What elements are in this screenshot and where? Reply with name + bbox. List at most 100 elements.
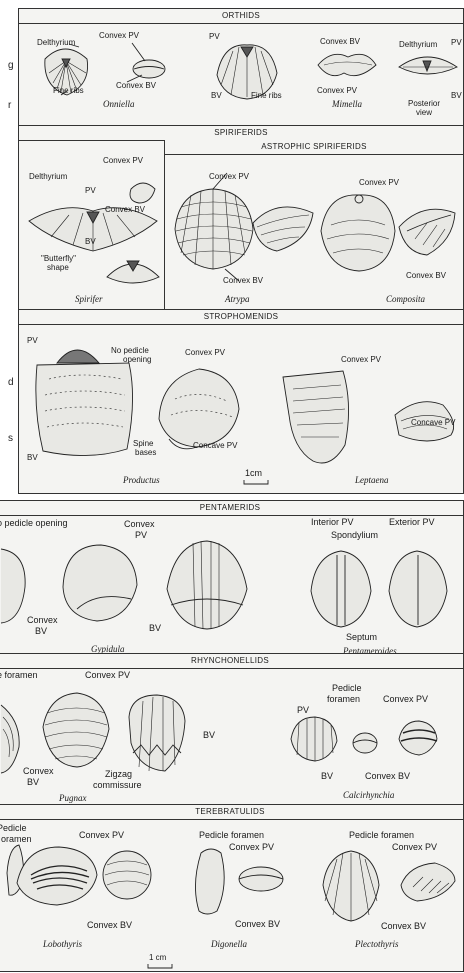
label-concave-pv: Concave PV (193, 441, 237, 450)
caption-spirifer: Spirifer (75, 294, 103, 304)
posterior-view-drawing (397, 49, 463, 85)
rhynchonellids-header: RHYNCHONELLIDS (0, 654, 463, 669)
label-convex-bv-5: Convex BV (406, 271, 446, 280)
label-convex-pv-2: Convex PV (317, 86, 357, 95)
label-bv-9: BV (321, 771, 333, 781)
side-letter: s (8, 433, 13, 444)
side-letter: g (8, 60, 14, 71)
caption-plectothyris: Plectothyris (355, 939, 399, 949)
label-exterior-pv: Exterior PV (389, 517, 435, 527)
label-convex-bv-2: Convex BV (320, 37, 360, 46)
label-commissure: commissure (93, 780, 142, 790)
label-spine: Spine (133, 439, 153, 448)
label-convex-bv-6: Convex BV (365, 771, 410, 781)
top-figure-panel: ORTHIDS Delthyrium Convex PV Fine ribs C… (18, 8, 464, 494)
label-zigzag: Zigzag (105, 769, 132, 779)
side-letter: d (8, 377, 14, 388)
label-pv-3: PV (85, 186, 96, 195)
label-convex-pv-3: Convex PV (103, 156, 143, 165)
label-convex-pv-10: Convex PV (79, 830, 124, 840)
label-convex-bv-7: Convex BV (87, 920, 132, 930)
label-fine-ribs: Fine ribs (53, 86, 84, 95)
label-delthyrium-3: Delthyrium (29, 172, 67, 181)
label-opening: opening (123, 355, 151, 364)
astrophic-header: ASTROPHIC SPIRIFERIDS (165, 140, 463, 155)
label-oramen: oramen (1, 834, 32, 844)
label-posterior: Posterior (408, 99, 440, 108)
label-spondylium: Spondylium (331, 530, 378, 540)
pentameroides-drawing (307, 541, 457, 631)
label-convex-pv-5: Convex PV (359, 178, 399, 187)
label-bv: BV (211, 91, 222, 100)
strophomenids-header: STROPHOMENIDS (19, 310, 463, 325)
label-convex-pv-11: Convex PV (229, 842, 274, 852)
label-pv-2: PV (451, 38, 462, 47)
label-septum: Septum (346, 632, 377, 642)
caption-atrypa: Atrypa (225, 294, 250, 304)
label-bv-4: BV (27, 453, 38, 462)
label-convex-pv-9: Convex PV (383, 694, 428, 704)
label-convex-pv-7: Convex PV (341, 355, 381, 364)
label-no-pedicle-opening: o pedicle opening (0, 518, 68, 528)
label-convex-bv-3: Convex BV (105, 205, 145, 214)
label-pedicle-foramen-3: Pedicle foramen (349, 830, 414, 840)
label-convex-pv: Convex PV (99, 31, 139, 40)
label-bv-7: BV (27, 777, 39, 787)
label-interior-pv: Interior PV (311, 517, 354, 527)
plectothyris-drawing (317, 845, 463, 925)
spiriferids-section: SPIRIFERIDS (19, 125, 463, 140)
label-bv-5: BV (35, 626, 47, 636)
label-shape: shape (47, 263, 69, 272)
scale-1cm-bottom: 1 cm (149, 953, 166, 962)
label-convex-bv-4: Convex BV (223, 276, 263, 285)
orthids-section: ORTHIDS Delthyrium Convex PV Fine ribs C… (19, 9, 463, 125)
label-pv-4: PV (27, 336, 38, 345)
mimella-side-drawing (314, 47, 384, 87)
label-pedicle: Pedicle (332, 683, 362, 693)
caption-calcirhynchia: Calcirhynchia (343, 790, 394, 800)
label-convex-3: Convex (23, 766, 54, 776)
orthids-header: ORTHIDS (19, 9, 463, 24)
label-convex-bv-9: Convex BV (381, 921, 426, 931)
label-pv-6: PV (297, 705, 309, 715)
label-pedicle-2: Pedicle (0, 823, 27, 833)
label-convex-pv-8: Convex PV (85, 670, 130, 680)
lobothyris-drawing (0, 837, 167, 917)
caption-composita: Composita (386, 294, 425, 304)
label-concave-pv-2: Concave PV (411, 418, 455, 427)
scale-1cm-top: 1cm (245, 468, 262, 478)
caption-onniella: Onniella (103, 99, 135, 109)
composita-drawing (315, 185, 463, 285)
label-pv: PV (209, 32, 220, 41)
label-convex-pv-4: Convex PV (209, 172, 249, 181)
label-bv-6: BV (149, 623, 161, 633)
label-fine-ribs-2: Fine ribs (251, 91, 282, 100)
label-bv-2: BV (451, 91, 462, 100)
label-bv-3: BV (85, 237, 96, 246)
caption-pugnax: Pugnax (59, 793, 87, 803)
label-foramen: foramen (327, 694, 360, 704)
label-pedicle-foramen-2: Pedicle foramen (199, 830, 264, 840)
astrophic-section: ASTROPHIC SPIRIFERIDS (165, 140, 463, 154)
atrypa-drawing (169, 177, 319, 287)
caption-leptaena: Leptaena (355, 475, 389, 485)
digonella-drawing (187, 841, 307, 921)
label-convex-pv-12: Convex PV (392, 842, 437, 852)
label-convex-bv-8: Convex BV (235, 919, 280, 929)
label-delthyrium-2: Delthyrium (399, 40, 437, 49)
label-convex-bv: Convex BV (116, 81, 156, 90)
caption-lobothyris: Lobothyris (43, 939, 82, 949)
caption-mimella: Mimella (332, 99, 362, 109)
label-no-pedicle: No pedicle (111, 346, 149, 355)
strophomenids-section: STROPHOMENIDS (19, 309, 463, 324)
terebratulids-section: TEREBRATULIDS (0, 804, 463, 819)
label-delthyrium: Delthyrium (37, 38, 75, 47)
bottom-figure-panel: PENTAMERIDS o pedicle opening Convex PV … (0, 500, 464, 972)
scale-bar-bottom (147, 963, 173, 969)
label-bases: bases (135, 448, 156, 457)
label-convex: Convex (124, 519, 155, 529)
spiriferids-header: SPIRIFERIDS (19, 126, 463, 141)
caption-productus: Productus (123, 475, 160, 485)
label-pedicle-foramen: e foramen (0, 670, 38, 680)
label-butterfly: "Butterfly" (41, 254, 76, 263)
